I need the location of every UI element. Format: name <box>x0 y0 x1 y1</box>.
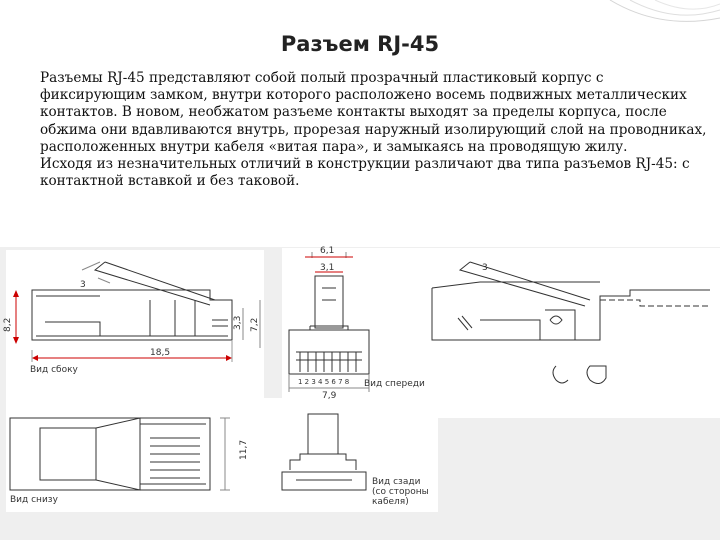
label-back-view-2: (со стороны <box>372 487 429 497</box>
label-front-view: Вид спереди <box>364 379 425 389</box>
slide-body: Разъемы RJ-45 представляют собой полый п… <box>18 70 708 190</box>
bottom-view-drawing <box>9 417 230 491</box>
dim-mid-a: 3,3 <box>233 316 243 330</box>
paragraph-1: Разъемы RJ-45 представляют собой полый п… <box>18 70 708 156</box>
back-view-drawing <box>281 413 367 491</box>
dim-inner-top: 3,1 <box>320 263 334 273</box>
cross-section-drawing <box>431 261 710 384</box>
label-back-view-3: кабеля) <box>372 497 409 507</box>
dim-front-width: 7,9 <box>322 391 337 401</box>
label-bottom-view: Вид снизу <box>10 495 59 505</box>
pin-numbers: 1 2 3 4 5 6 7 8 <box>298 378 349 386</box>
paragraph-2-text: Исходя из незначительных отличий в конст… <box>40 156 690 190</box>
dim-part-a: 3 <box>80 280 86 290</box>
dim-length: 18,5 <box>150 348 170 358</box>
corner-decoration <box>609 0 720 22</box>
side-view-drawing <box>13 261 261 362</box>
front-view-drawing <box>288 252 370 392</box>
paragraph-2: Исходя из незначительных отличий в конст… <box>18 156 708 190</box>
dim-mid-b: 7,2 <box>250 318 260 332</box>
label-side-view: Вид сбоку <box>30 365 79 375</box>
label-back-view-1: Вид сзади <box>372 477 421 487</box>
dim-part-b: 3 <box>482 263 488 273</box>
dim-bottom-height: 11,7 <box>239 440 249 460</box>
dim-height-left: 8,2 <box>3 318 13 332</box>
dim-width-top: 6,1 <box>320 246 334 256</box>
paragraph-1-text: Разъемы RJ-45 представляют собой полый п… <box>40 70 707 155</box>
slide-title: Разъем RJ-45 <box>280 32 440 56</box>
